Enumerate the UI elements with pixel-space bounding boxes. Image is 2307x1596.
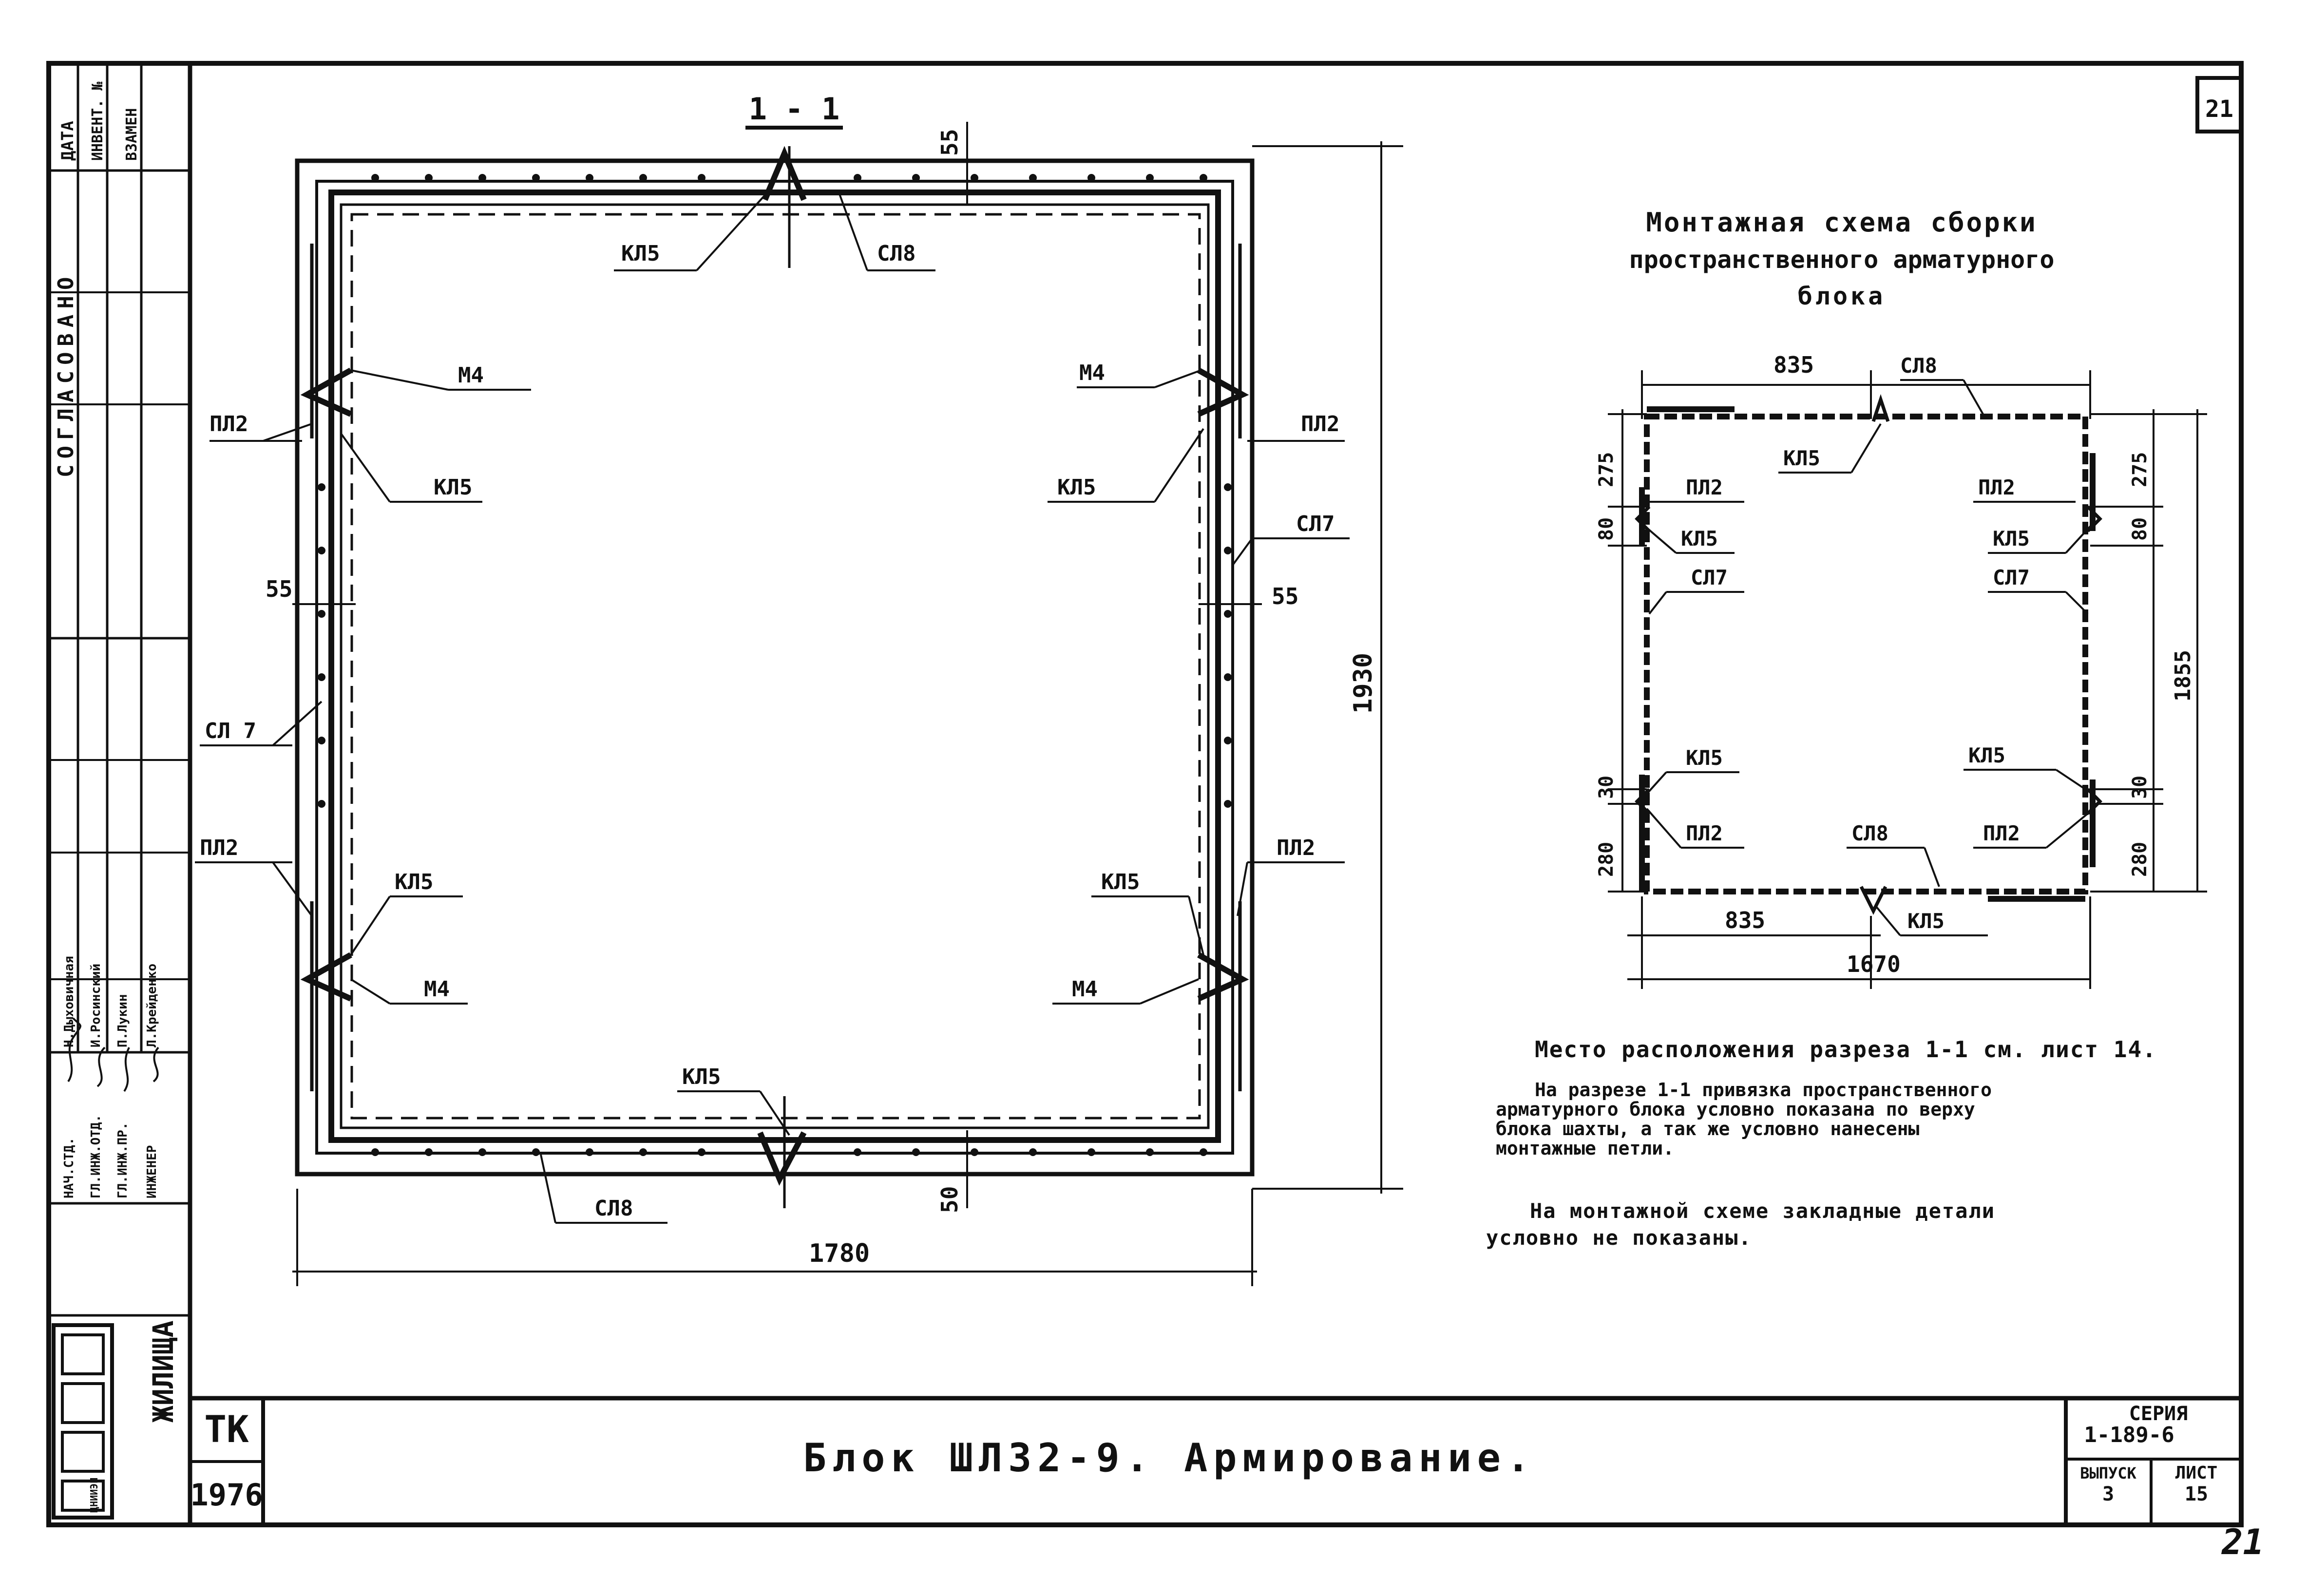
section-outline (295, 158, 1255, 1177)
scheme-label-sl8-top: СЛ8 (1900, 354, 1937, 378)
scheme-dim-right-30: 30 (2129, 776, 2151, 799)
org-logo: ЦНИИЭП (88, 1478, 100, 1513)
note-4: блока шахты, а так же условно нанесены (1496, 1118, 1919, 1140)
drawing-title: Блок ШЛ32-9. Армирование. (803, 1435, 1536, 1481)
dim-left-cover: 55 (266, 576, 292, 602)
scheme-label-sl7-l: СЛ7 (1691, 566, 1728, 589)
stamp-role-1: НАЧ.СТД. (62, 1138, 76, 1198)
section-leaders (195, 190, 1350, 1224)
note-6: На монтажной схеме закладные детали (1530, 1199, 1995, 1223)
scheme-title-line-2: пространственного арматурного (1629, 246, 2055, 274)
sheet-frame (46, 61, 2244, 1527)
section-title: 1 - 1 (749, 91, 840, 127)
issue-value: 3 (2102, 1483, 2114, 1505)
dim-bottom-cover: 50 (936, 1186, 963, 1213)
sec-label-kl5-bl: КЛ5 (395, 870, 433, 894)
sheet-value: 15 (2185, 1483, 2208, 1505)
sec-label-pl2-tl: ПЛ2 (210, 412, 248, 437)
scheme-label-kl5-br: КЛ5 (1968, 743, 2005, 767)
handwritten-page-number: 21 (2221, 1521, 2264, 1562)
scheme-leaders (1641, 379, 2094, 936)
sec-label-m4-tl: М4 (458, 363, 484, 388)
sheet-number: 21 (2205, 95, 2233, 123)
scheme-dim-left-280: 280 (1595, 842, 1618, 877)
scheme-dim-left-30: 30 (1595, 776, 1618, 799)
scheme-dim-right-275: 275 (2129, 452, 2151, 487)
sec-label-kl5-br: КЛ5 (1101, 870, 1140, 894)
scheme-label-kl5-top: КЛ5 (1783, 446, 1820, 470)
note-1: Место расположения разреза 1-1 см. лист … (1535, 1036, 2157, 1063)
scheme-label-pl2-bl: ПЛ2 (1686, 821, 1723, 845)
title-block-code: ТК (204, 1407, 249, 1451)
stamp-approved: СОГЛАСОВАНО (54, 271, 78, 477)
dim-width: 1780 (809, 1239, 870, 1268)
stamp-col-replace: ВЗАМЕН (123, 108, 140, 161)
issue-label: ВЫПУСК (2080, 1464, 2136, 1482)
sec-label-sl7-l: СЛ 7 (205, 719, 256, 743)
note-2: На разрезе 1-1 привязка пространственног… (1535, 1079, 1992, 1101)
signature-scribbles (67, 1017, 159, 1092)
stamp-col-date: ДАТА (58, 121, 77, 161)
scheme-dim-right-80: 80 (2129, 517, 2151, 541)
stamp-name-4: Л.Крейденко (145, 964, 159, 1047)
stamp-name-2: И.Росинский (89, 964, 103, 1047)
scheme-dim-right-280: 280 (2129, 842, 2151, 877)
sec-label-sl8-top: СЛ8 (877, 241, 915, 266)
dim-top-cover: 55 (936, 129, 963, 156)
title-block-year: 1976 (190, 1477, 263, 1513)
scheme-dim-left-275: 275 (1595, 452, 1618, 487)
sec-label-m4-br: М4 (1072, 977, 1098, 1002)
scheme-dim-top: 835 (1773, 352, 1814, 378)
scheme-title-line-1: Монтажная схема сборки (1646, 207, 2037, 238)
series-value: 1-189-6 (2084, 1423, 2174, 1447)
section-dimensions (292, 122, 1403, 1286)
org-suffix: ЖИЛИЩА (147, 1320, 180, 1423)
sec-label-pl2-tr: ПЛ2 (1301, 412, 1339, 437)
scheme-title-line-3: блока (1798, 282, 1886, 310)
scheme-label-pl2-br: ПЛ2 (1983, 821, 2020, 845)
stamp-role-4: ИНЖЕНЕР (145, 1145, 159, 1198)
dim-height: 1930 (1349, 653, 1378, 714)
scheme-label-kl5-bl: КЛ5 (1686, 746, 1723, 770)
scheme-dimensions (1608, 370, 2207, 989)
stamp-col-inventory: ИНВЕНТ. № (89, 81, 106, 161)
series-label: СЕРИЯ (2129, 1403, 2188, 1425)
sec-label-kl5-bottom: КЛ5 (682, 1064, 721, 1089)
sec-label-kl5-top: КЛ5 (621, 241, 660, 266)
sec-label-kl5-tl: КЛ5 (434, 475, 472, 500)
note-5: монтажные петли. (1496, 1138, 1674, 1159)
stamp-role-3: ГЛ.ИНЖ.ПР. (115, 1122, 130, 1198)
scheme-label-sl8-bottom: СЛ8 (1851, 821, 1888, 845)
sec-label-m4-tr: М4 (1079, 361, 1105, 385)
scheme-dim-bottom-total: 1670 (1847, 951, 1901, 977)
section-bar-dots (318, 174, 1232, 1156)
sec-label-pl2-bl: ПЛ2 (200, 836, 238, 860)
sec-label-pl2-br: ПЛ2 (1277, 836, 1315, 860)
scheme-label-kl5-tl: КЛ5 (1681, 527, 1718, 551)
sec-label-m4-bl: М4 (424, 977, 450, 1002)
scheme-label-pl2-tr: ПЛ2 (1978, 475, 2015, 499)
scheme-dim-right-1855: 1855 (2171, 650, 2195, 702)
stamp-role-2: ГЛ.ИНЖ.ОТД. (89, 1115, 103, 1198)
dim-right-cover: 55 (1272, 583, 1298, 609)
side-stamp (49, 63, 190, 1520)
sheet-label: ЛИСТ (2175, 1463, 2218, 1483)
note-3: арматурного блока условно показана по ве… (1496, 1099, 1975, 1120)
scheme-dim-left-80: 80 (1595, 517, 1618, 541)
stamp-name-1: Н.Дыховичная (62, 956, 76, 1047)
scheme-label-kl5-tr: КЛ5 (1993, 527, 2030, 551)
stamp-name-3: П.Лукин (115, 994, 130, 1047)
sec-label-sl7-r: СЛ7 (1296, 512, 1335, 536)
scheme-dim-bottom-left: 835 (1725, 907, 1765, 933)
scheme-label-sl7-r: СЛ7 (1993, 566, 2030, 589)
section-lifting-loops (300, 146, 1249, 1208)
note-7: условно не показаны. (1486, 1226, 1752, 1250)
scheme-label-kl5-bottom: КЛ5 (1907, 909, 1945, 933)
scheme-label-pl2-tl: ПЛ2 (1686, 475, 1723, 499)
sec-label-sl8-bottom: СЛ8 (594, 1196, 633, 1221)
sec-label-kl5-tr: КЛ5 (1057, 475, 1096, 500)
